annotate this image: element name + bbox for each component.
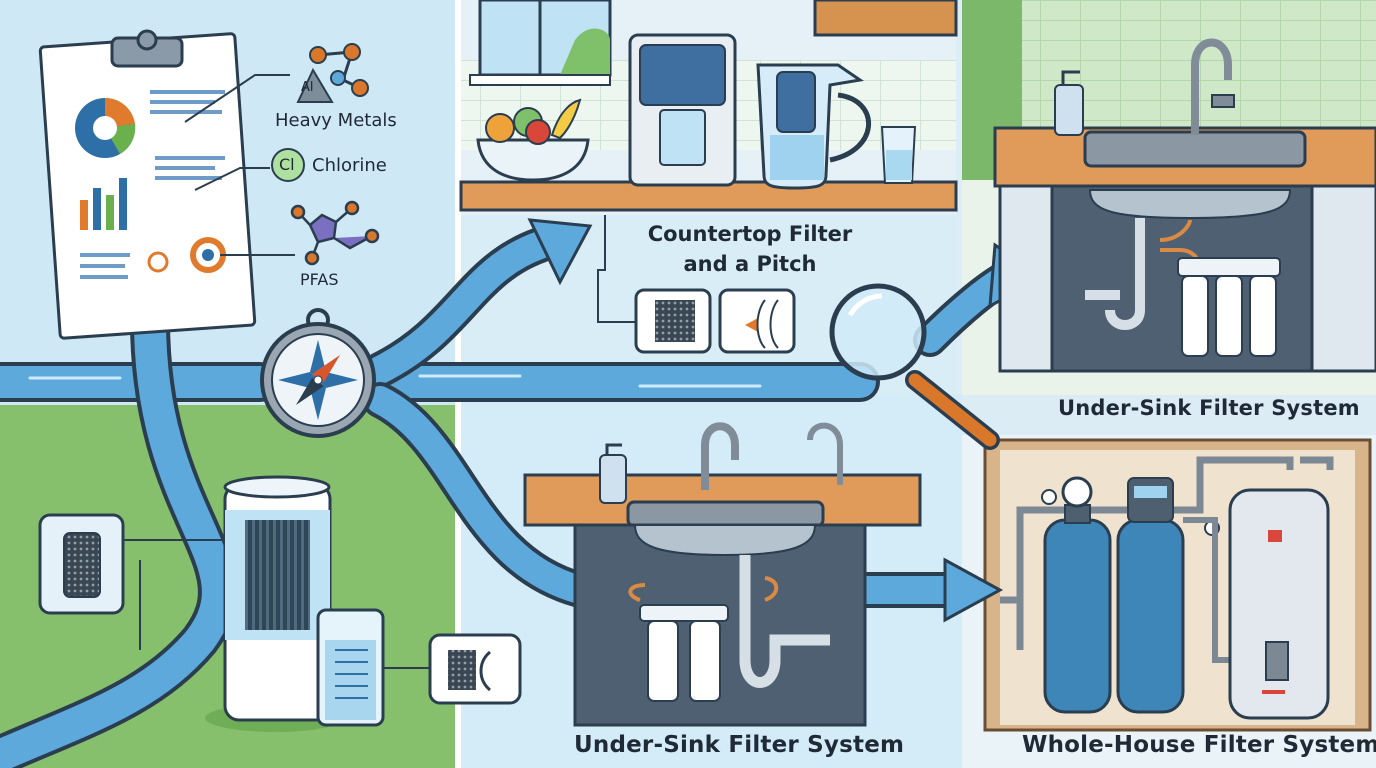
carbon-block-icon [383, 633, 522, 705]
water-streams [0, 227, 1027, 768]
clipboard-report-icon [38, 29, 257, 340]
chlorine-label: Chlorine [312, 155, 387, 176]
heavy-metals-symbol: Al [301, 80, 314, 95]
undersink-top-scene [993, 38, 1376, 373]
countertop-callouts [597, 215, 796, 354]
countertop-scene [459, 0, 958, 212]
whole-house-scene [1000, 456, 1334, 720]
undersink-bottom-caption: Under-Sink Filter System [574, 732, 905, 758]
pfas-label: PFAS [300, 270, 339, 289]
heavy-metals-molecule-icon [296, 43, 369, 103]
countertop-caption-line2: and a Pitch [683, 252, 817, 276]
chlorine-atom-icon [271, 148, 305, 182]
undersink-bottom-scene [523, 422, 922, 727]
filter-cartridge-icon [38, 513, 225, 650]
compass-icon [260, 308, 376, 438]
whole-house-caption: Whole-House Filter System [1022, 732, 1376, 758]
heavy-metals-label: Heavy Metals [275, 110, 397, 131]
countertop-caption-line1: Countertop Filter [647, 222, 853, 246]
filter-pitcher-icon [205, 475, 385, 732]
callout-lines [184, 74, 295, 256]
countertop-caption: Countertop Filter and a Pitch [640, 219, 860, 279]
pfas-molecule-icon [290, 200, 380, 266]
undersink-top-caption: Under-Sink Filter System [1058, 396, 1360, 420]
magnifier-icon [829, 283, 1000, 450]
chlorine-symbol: Cl [279, 155, 295, 174]
